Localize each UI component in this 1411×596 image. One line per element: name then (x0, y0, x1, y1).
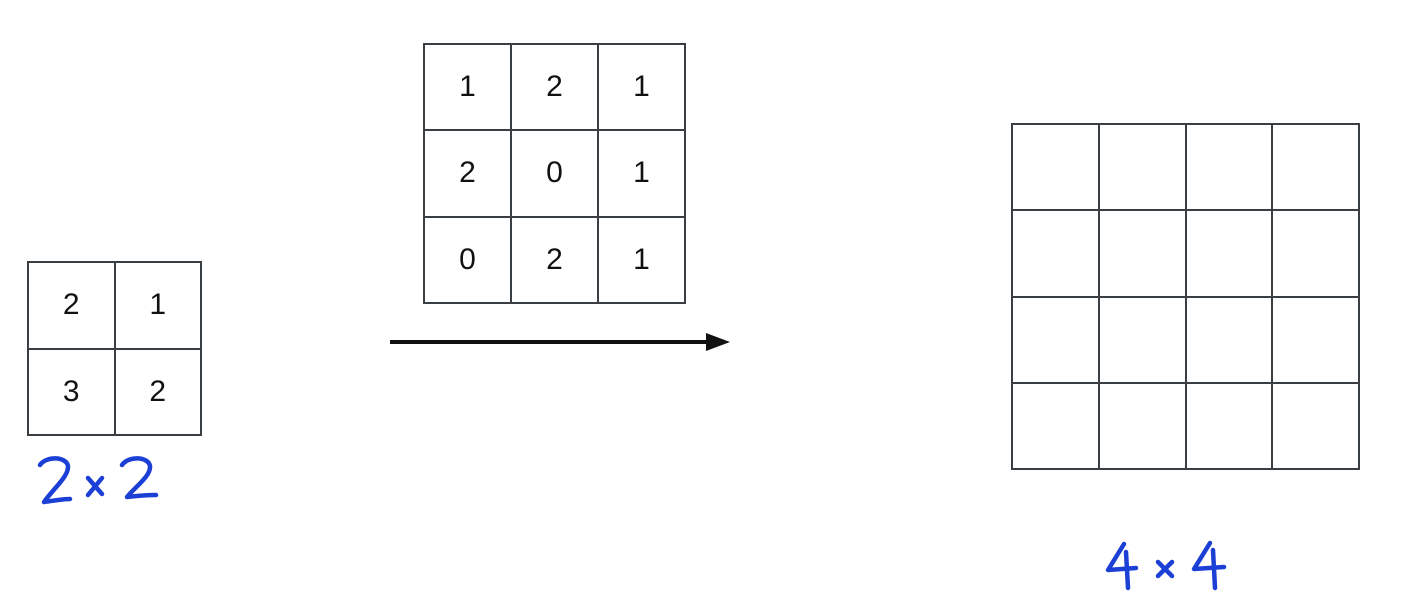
kernel-cell: 2 (512, 45, 599, 132)
output-cell (1099, 211, 1187, 298)
kernel-cell: 2 (425, 131, 512, 218)
output-cell (1099, 125, 1187, 212)
kernel-cell: 1 (425, 45, 512, 132)
output-cell (1273, 383, 1360, 470)
output-cell (1099, 297, 1187, 384)
kernel-cell: 0 (512, 131, 599, 218)
kernel-cell: 0 (425, 217, 512, 304)
output-cell (1013, 211, 1100, 298)
output-cell (1273, 211, 1360, 298)
kernel-matrix-3x3: 1 2 1 2 0 1 0 2 1 (423, 43, 686, 304)
input-size-handwritten-label (37, 456, 159, 505)
input-matrix-2x2: 2 1 3 2 (27, 261, 202, 436)
kernel-cell: 1 (599, 45, 686, 132)
kernel-cell: 2 (512, 217, 599, 304)
input-cell: 2 (115, 349, 202, 436)
output-cell (1186, 125, 1274, 212)
output-cell (1273, 125, 1360, 212)
output-cell (1273, 297, 1360, 384)
input-cell: 2 (29, 263, 116, 350)
output-cell (1186, 383, 1274, 470)
output-cell (1013, 125, 1100, 212)
output-matrix-4x4 (1011, 123, 1360, 470)
output-cell (1099, 383, 1187, 470)
right-arrow-icon (390, 333, 730, 351)
output-size-handwritten-label (1105, 540, 1227, 591)
kernel-cell: 1 (599, 217, 686, 304)
output-cell (1186, 297, 1274, 384)
input-cell: 1 (115, 263, 202, 350)
kernel-cell: 1 (599, 131, 686, 218)
output-cell (1013, 297, 1100, 384)
output-cell (1186, 211, 1274, 298)
input-cell: 3 (29, 349, 116, 436)
output-cell (1013, 383, 1100, 470)
